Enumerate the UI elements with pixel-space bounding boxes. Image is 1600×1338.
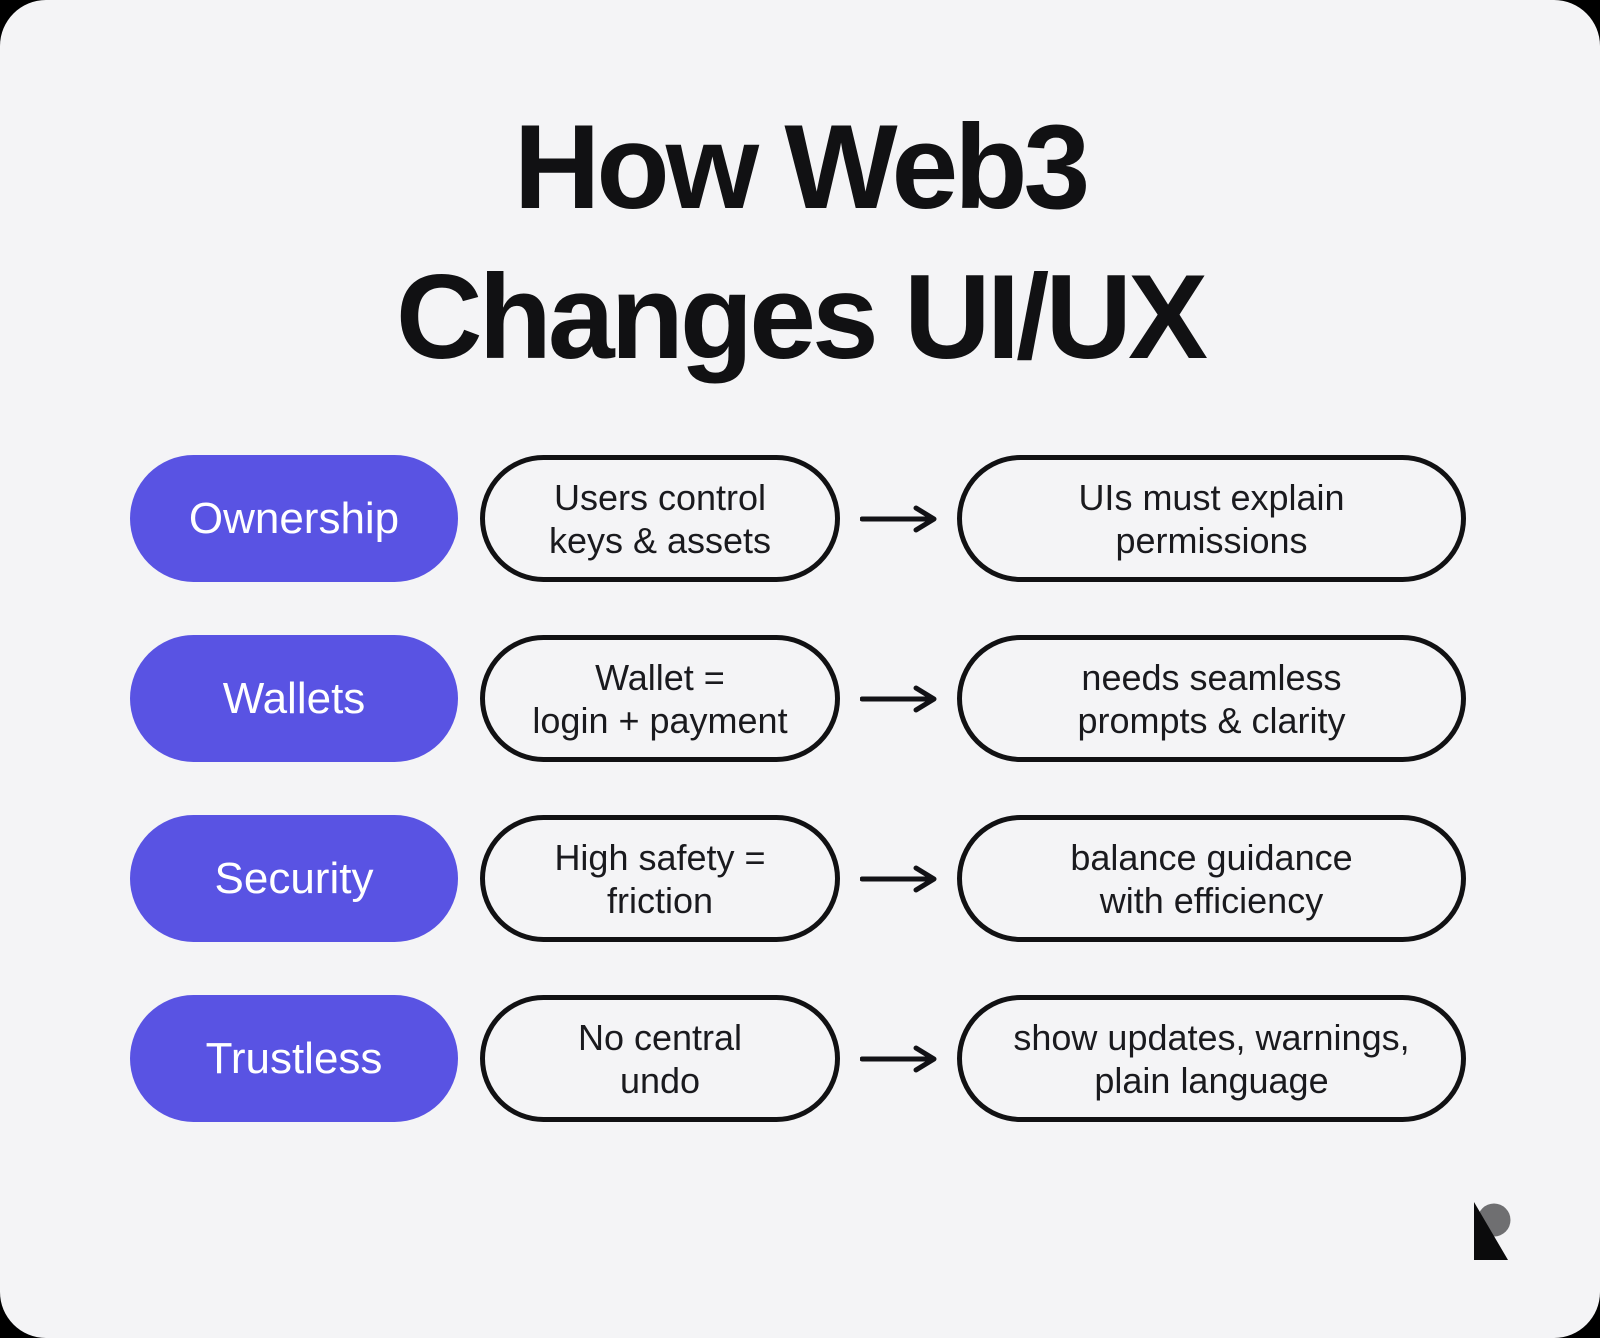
concept-pill: Security (130, 815, 458, 942)
concept-label: Ownership (188, 493, 400, 543)
effect-text: UIs must explain permissions (1078, 476, 1345, 561)
title-line-1: How Web3 (513, 100, 1091, 234)
effect-pill: balance guidance with efficiency (957, 815, 1466, 942)
cause-text: High safety = friction (554, 836, 766, 921)
brand-logo (1474, 1202, 1512, 1262)
effect-text: needs seamless prompts & clarity (1077, 656, 1346, 741)
cause-text: Wallet = login + payment (532, 656, 788, 741)
right-arrow-icon (859, 865, 936, 892)
concept-label: Trustless (205, 1033, 383, 1083)
flow-row-ownership: Ownership Users control keys & assets UI… (130, 455, 1466, 582)
concept-label: Security (214, 853, 374, 903)
page-title: How Web3 Changes UI/UX (0, 92, 1600, 392)
cause-pill: No central undo (480, 995, 840, 1122)
effect-pill: show updates, warnings, plain language (957, 995, 1466, 1122)
cause-pill: Users control keys & assets (480, 455, 840, 582)
arrow-connector (840, 995, 957, 1122)
cause-text: No central undo (577, 1016, 743, 1101)
effect-text: show updates, warnings, plain language (1013, 1016, 1410, 1101)
right-arrow-icon (859, 1045, 936, 1072)
arrow-connector (840, 635, 957, 762)
arrow-connector (840, 815, 957, 942)
effect-text: balance guidance with efficiency (1070, 836, 1353, 921)
arrow-connector (840, 455, 957, 582)
effect-pill: UIs must explain permissions (957, 455, 1466, 582)
cause-pill: Wallet = login + payment (480, 635, 840, 762)
cause-pill: High safety = friction (480, 815, 840, 942)
flow-rows: Ownership Users control keys & assets UI… (130, 455, 1466, 1122)
concept-pill: Ownership (130, 455, 458, 582)
flow-row-security: Security High safety = friction balance … (130, 815, 1466, 942)
concept-label: Wallets (222, 673, 366, 723)
concept-pill: Trustless (130, 995, 458, 1122)
r-mark-icon (1474, 1202, 1511, 1260)
title-line-2: Changes UI/UX (395, 250, 1208, 384)
flow-row-wallets: Wallets Wallet = login + payment needs s… (130, 635, 1466, 762)
right-arrow-icon (859, 505, 936, 532)
flow-row-trustless: Trustless No central undo show updates, … (130, 995, 1466, 1122)
effect-pill: needs seamless prompts & clarity (957, 635, 1466, 762)
concept-pill: Wallets (130, 635, 458, 762)
right-arrow-icon (859, 685, 936, 712)
cause-text: Users control keys & assets (548, 476, 772, 561)
